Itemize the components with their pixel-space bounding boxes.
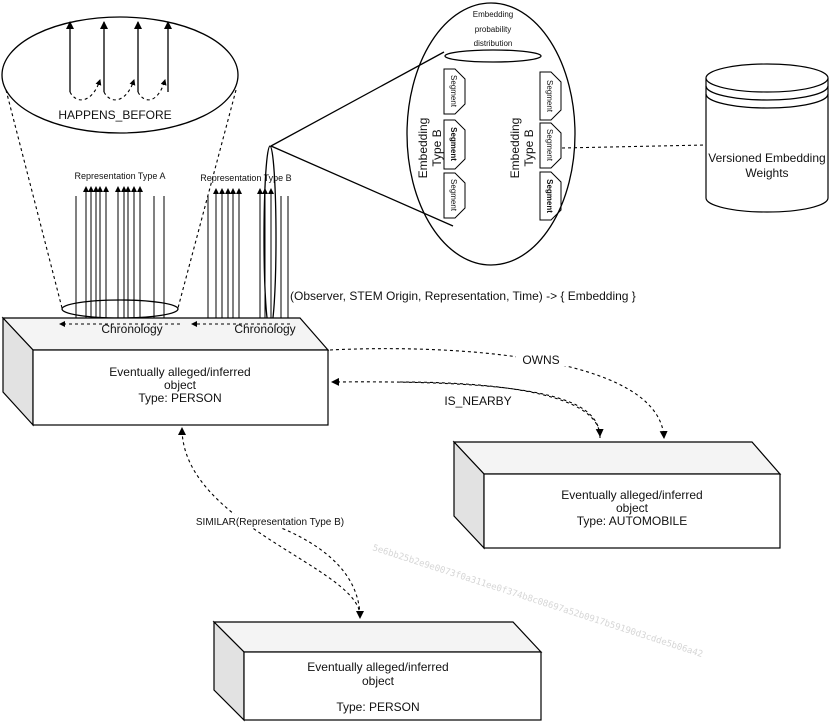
- left-segment-stack: Segment Segment Segment: [443, 68, 466, 219]
- database-label-line1: Versioned Embedding: [708, 151, 825, 165]
- versioned-weights-database: Versioned Embedding Weights: [705, 63, 829, 213]
- database-label-line2: Weights: [745, 166, 788, 180]
- object-label-line1: Eventually alleged/inferred: [307, 660, 448, 674]
- embedding-title-line3: distribution: [474, 39, 513, 48]
- embedding-zoom-lines: [270, 51, 454, 227]
- object-label-line3: Type: PERSON: [138, 391, 221, 405]
- timeline-arrows: [66, 21, 172, 92]
- object-person-main[interactable]: Eventually alleged/inferred object Type:…: [1, 316, 330, 427]
- happens-before-bubble: HAPPENS_BEFORE: [1, 16, 239, 134]
- distribution-ellipse: [444, 49, 542, 63]
- embedding-distribution-bubble: Embedding probability distribution Embed…: [406, 2, 576, 266]
- representation-type-a-bundle: [75, 186, 165, 318]
- representation-type-b-label: Representation Type B: [200, 173, 291, 183]
- object-person-second[interactable]: Eventually alleged/inferred object Type:…: [212, 620, 543, 722]
- embedding-left-label-line1: Embedding: [416, 118, 430, 179]
- relation-similar: SIMILAR(Representation Type B): [178, 427, 364, 619]
- embedding-weights-link: [561, 144, 707, 149]
- chronology-label-left: Chronology: [101, 322, 162, 336]
- relation-is-nearby-label: IS_NEARBY: [444, 394, 511, 408]
- segment-label: Segment: [545, 129, 554, 162]
- happens-before-label: HAPPENS_BEFORE: [58, 108, 171, 122]
- object-label-line2: object: [164, 378, 197, 392]
- happens-before-dashed-arcs: [69, 79, 167, 101]
- bubble-zoom-lines: [5, 89, 237, 309]
- segment-label: Segment: [449, 75, 458, 108]
- relation-owns: OWNS: [329, 348, 668, 439]
- representation-type-b-bundle: [207, 188, 289, 318]
- object-label-line2: object: [616, 501, 649, 515]
- segment-label: Segment: [545, 80, 554, 113]
- embedding-right-label-line1: Embedding: [508, 118, 522, 179]
- object-label-line1: Eventually alleged/inferred: [561, 488, 702, 502]
- relation-owns-label: OWNS: [522, 353, 559, 367]
- object-automobile[interactable]: Eventually alleged/inferred object Type:…: [452, 440, 782, 550]
- chronology-zoom-ellipse: [61, 299, 179, 319]
- representation-type-a-label: Representation Type A: [75, 171, 166, 181]
- object-label-line1: Eventually alleged/inferred: [109, 365, 250, 379]
- segment-label: Segment: [449, 127, 458, 161]
- segment-label: Segment: [449, 179, 458, 212]
- relation-similar-label: SIMILAR(Representation Type B): [196, 517, 344, 528]
- relation-is-nearby: IS_NEARBY: [331, 377, 604, 439]
- chronology-label-right: Chronology: [234, 322, 295, 336]
- embedding-left-label-line2: Type B: [430, 129, 444, 166]
- embedding-title-line1: Embedding: [473, 10, 513, 19]
- right-segment-stack: Segment Segment Segment: [539, 71, 562, 221]
- embedding-title-line2: probability: [475, 25, 511, 34]
- segment-label: Segment: [545, 179, 554, 213]
- object-label-line2: object: [362, 674, 395, 688]
- object-label-line3: Type: PERSON: [336, 700, 419, 714]
- embedding-mapping-label: (Observer, STEM Origin, Representation, …: [290, 289, 636, 303]
- embedding-right-label-line2: Type B: [522, 129, 536, 166]
- object-label-line3: Type: AUTOMOBILE: [577, 514, 687, 528]
